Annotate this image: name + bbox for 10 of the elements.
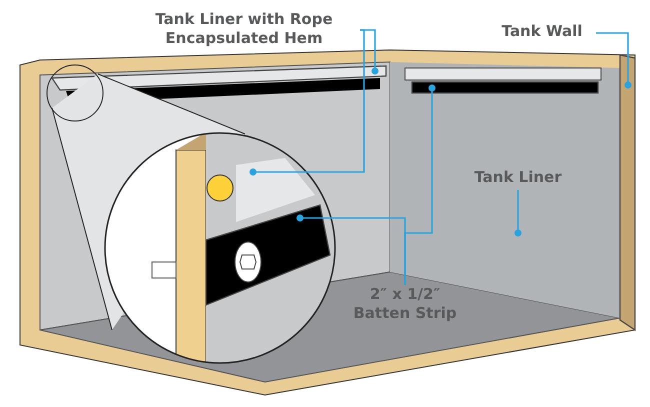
tank-wall-edge (619, 54, 636, 332)
callout-label: Tank Liner (462, 168, 574, 190)
callout-label: Tank Liner with Rope Encapsulated Hem (128, 10, 360, 50)
leader-line (250, 29, 365, 176)
liner-hem (236, 158, 315, 222)
callout-label: 2″ x 1/2″ Batten Strip (346, 285, 464, 327)
leader-line (404, 84, 436, 285)
leader-line (596, 32, 632, 88)
leader-line (514, 190, 522, 236)
callout-label: Tank Wall (488, 22, 596, 44)
